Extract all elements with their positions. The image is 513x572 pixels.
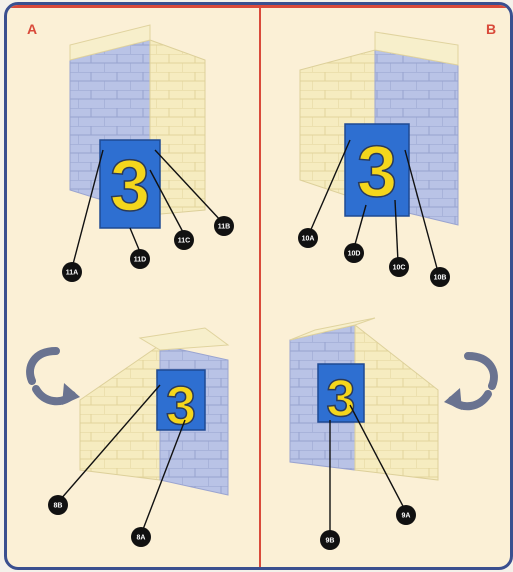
model-bottom-right: 3 9B 9A (290, 318, 438, 550)
callout-11b: 11B (214, 216, 234, 236)
svg-text:11C: 11C (178, 238, 190, 245)
callout-10c: 10C (389, 257, 409, 277)
callout-11c: 11C (174, 230, 194, 250)
top-studs (140, 328, 228, 350)
svg-text:10A: 10A (302, 236, 315, 243)
callout-10a: 10A (298, 228, 318, 248)
callout-11a: 11A (62, 262, 82, 282)
callout-8b: 8B (48, 495, 68, 515)
callout-10d: 10D (344, 243, 364, 263)
rotate-arrow-icon (30, 351, 80, 405)
digit-3: 3 (166, 376, 196, 436)
svg-text:10D: 10D (348, 251, 361, 258)
callout-8a: 8A (131, 527, 151, 547)
model-bottom-left: 3 8B 8A (48, 328, 228, 547)
digit-3: 3 (110, 146, 150, 226)
svg-text:11B: 11B (218, 224, 230, 231)
wall-yellow (355, 325, 438, 480)
callout-11d: 11D (130, 249, 150, 269)
svg-text:11D: 11D (134, 257, 146, 264)
svg-text:8B: 8B (54, 503, 63, 510)
rotate-arrow-icon (444, 356, 494, 410)
callout-9b: 9B (320, 530, 340, 550)
model-top-left: 3 11A 11D 11C 11B (62, 25, 234, 282)
digit-3: 3 (357, 132, 397, 212)
digit-3: 3 (327, 370, 356, 428)
callout-9a: 9A (396, 505, 416, 525)
svg-text:8A: 8A (137, 535, 146, 542)
callout-10b: 10B (430, 267, 450, 287)
svg-text:11A: 11A (66, 270, 78, 277)
svg-text:10B: 10B (434, 275, 447, 282)
svg-text:10C: 10C (393, 265, 406, 272)
model-top-right: 3 10A 10D 10C 10B (298, 32, 458, 287)
svg-text:9B: 9B (326, 538, 335, 545)
wall-yellow (80, 345, 160, 480)
svg-text:9A: 9A (402, 513, 411, 520)
